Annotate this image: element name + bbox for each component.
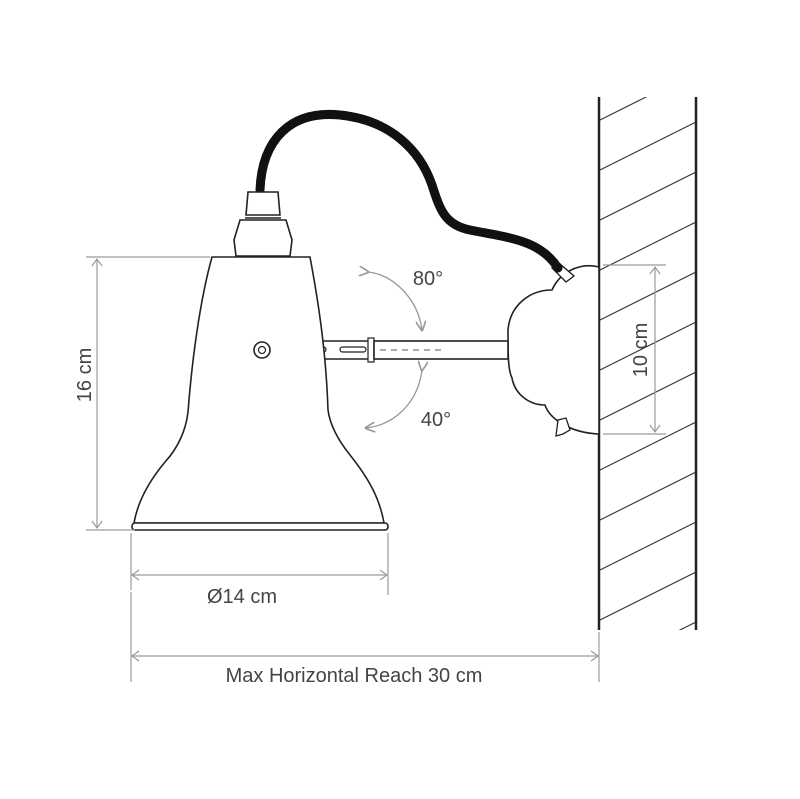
tilt-up-arc [368, 272, 422, 330]
reach-label: Max Horizontal Reach 30 cm [226, 665, 483, 687]
dimension-lines [86, 256, 666, 682]
switch-knob [555, 417, 571, 437]
power-cable [255, 109, 563, 273]
lampholder [233, 219, 293, 257]
height-label: 16 cm [74, 348, 96, 402]
diameter-label: Ø14 cm [207, 586, 277, 608]
backplate-height-label: 10 cm [630, 323, 652, 377]
tilt-down-angle-label: 40° [421, 409, 451, 431]
shade-rim [131, 522, 389, 531]
tilt-up-angle-label: 80° [413, 268, 443, 290]
wall-hatching [599, 97, 696, 630]
tilt-down-arc [366, 370, 422, 428]
lamp-shade [131, 191, 389, 531]
lampholder-top [245, 191, 281, 216]
back-plate [507, 263, 600, 437]
